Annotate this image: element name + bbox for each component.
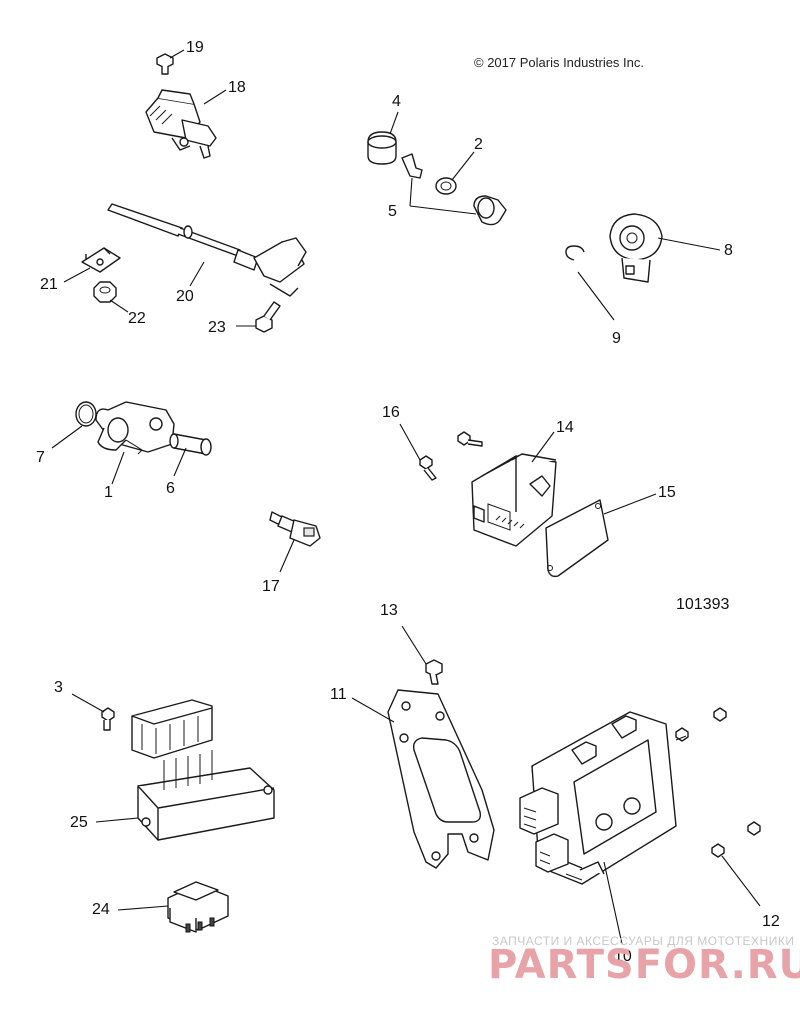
callout-15: 15 [658, 484, 676, 501]
leader-24 [117, 905, 169, 911]
leader-14 [531, 431, 555, 463]
leader-15 [603, 493, 657, 515]
callout-20: 20 [176, 288, 194, 305]
part-12-screws [675, 707, 761, 858]
callout-16: 16 [382, 404, 400, 421]
leader-22 [109, 299, 129, 313]
leader-21 [63, 267, 91, 283]
callout-22: 22 [128, 310, 146, 327]
callout-24: 24 [92, 901, 110, 918]
leader-2 [451, 151, 475, 181]
part-24-switch [167, 881, 229, 933]
callout-7: 7 [36, 449, 45, 466]
callout-9: 9 [612, 330, 621, 347]
part-3-screw [101, 707, 115, 731]
callout-6: 6 [166, 480, 175, 497]
part-15-gasket [545, 499, 609, 578]
leader-4 [389, 111, 399, 135]
part-20-speed-sensor [107, 203, 307, 297]
leader-5a [409, 177, 413, 207]
part-8-knock-sensor [609, 213, 663, 283]
part-7-oring [75, 401, 97, 427]
leader-13 [401, 625, 427, 665]
part-6-spacer [169, 433, 212, 456]
leader-7 [51, 425, 83, 449]
part-19-bolt [156, 53, 174, 75]
part-25-regulator [131, 699, 275, 841]
callout-23: 23 [208, 319, 226, 336]
leader-25 [95, 817, 139, 823]
leader-8 [657, 237, 721, 251]
callout-21: 21 [40, 276, 58, 293]
leader-16 [399, 423, 421, 461]
part-21-clip [81, 247, 121, 273]
callout-25: 25 [70, 814, 88, 831]
callout-11: 11 [330, 686, 347, 703]
leader-12 [721, 855, 761, 907]
copyright-text: © 2017 Polaris Industries Inc. [474, 55, 644, 70]
part-16-screws [419, 431, 483, 481]
leader-17 [279, 539, 295, 573]
leader-11 [351, 697, 395, 723]
callout-18: 18 [228, 79, 246, 96]
leader-20 [189, 261, 205, 287]
part-9-clip [565, 245, 585, 261]
watermark-tagline: ЗАПЧАСТИ И АКСЕССУАРЫ ДЛЯ МОТОТЕХНИКИ [492, 934, 794, 948]
callout-4: 4 [392, 93, 401, 110]
callout-17: 17 [262, 578, 280, 595]
part-22-nut [93, 281, 117, 303]
leader-9 [577, 271, 615, 321]
callout-19: 19 [186, 39, 204, 56]
callout-10: 10 [614, 948, 632, 965]
leader-10 [603, 861, 623, 945]
part-11-bracket [387, 689, 495, 869]
callout-5: 5 [388, 203, 397, 220]
callout-8: 8 [724, 242, 733, 259]
part-2-washer [435, 177, 457, 195]
leader-19 [169, 49, 185, 59]
part-5-switch [401, 153, 507, 226]
leader-3 [71, 693, 105, 713]
figure-number: 101393 [676, 596, 729, 613]
callout-13: 13 [380, 602, 398, 619]
callout-1: 1 [104, 484, 113, 501]
leader-1 [111, 451, 125, 485]
watermark-logo: PARTSFOR.RU [488, 942, 800, 988]
leader-18 [203, 89, 227, 105]
part-14-housing [471, 453, 557, 547]
callout-14: 14 [556, 419, 574, 436]
part-1-cam-sensor [95, 401, 175, 455]
part-18-map-sensor [145, 89, 217, 159]
leader-6 [173, 447, 187, 477]
part-13-bolt [425, 659, 443, 685]
callout-2: 2 [474, 136, 483, 153]
leader-5b [409, 205, 477, 215]
part-4-cap [367, 131, 397, 165]
part-17-temp-sensor [269, 511, 321, 547]
part-23-bolt [255, 301, 281, 333]
callout-3: 3 [54, 679, 63, 696]
callout-12: 12 [762, 913, 780, 930]
part-10-ecu [519, 711, 677, 885]
